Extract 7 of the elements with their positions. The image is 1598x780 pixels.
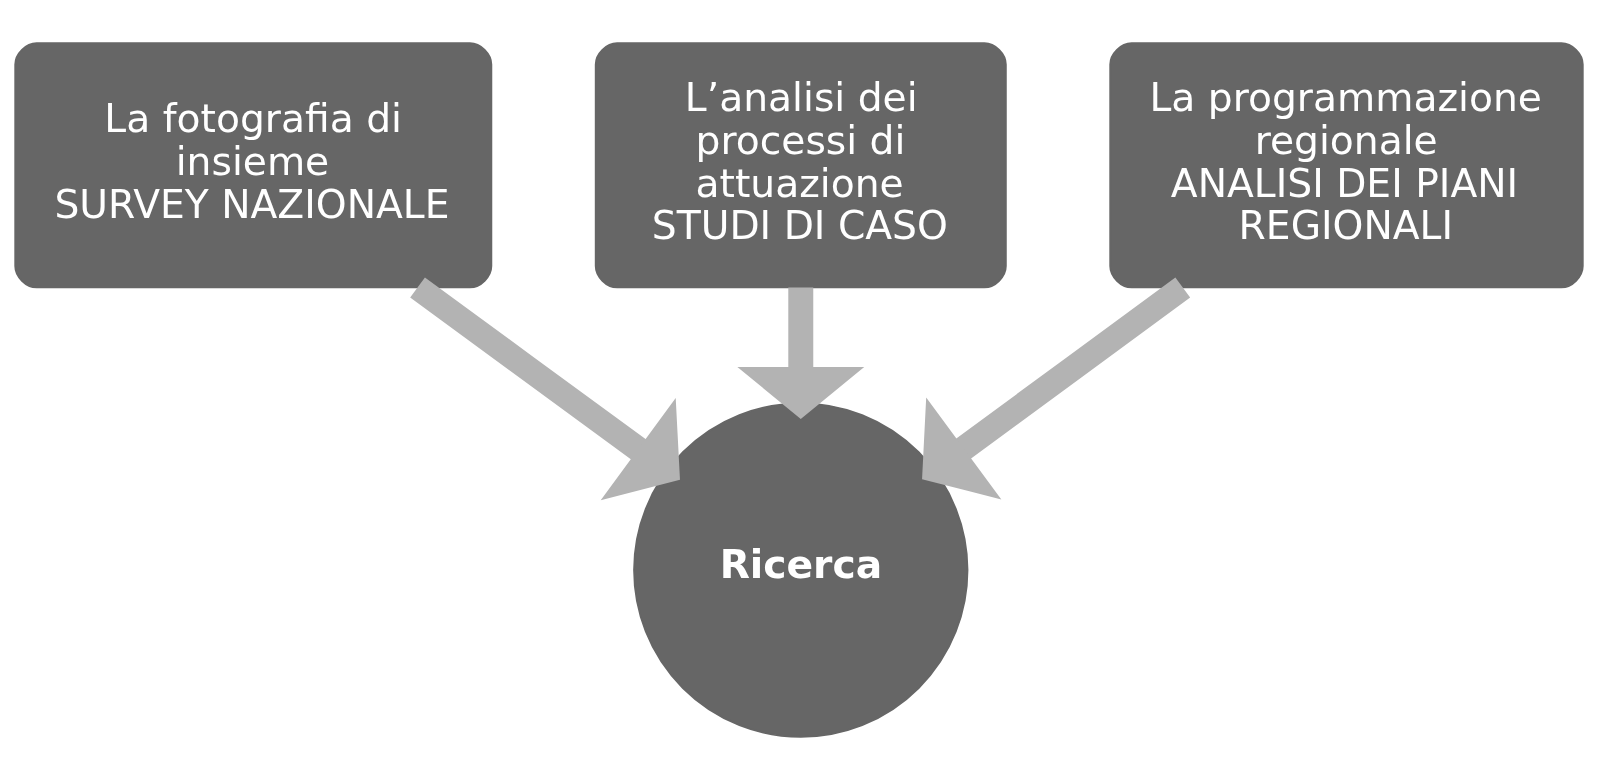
node-circle: Ricerca	[633, 402, 969, 738]
node-box: L’analisi dei processi di attuazione STUDI DI CASO	[594, 42, 1007, 289]
arrow	[737, 287, 865, 419]
node-box: La programmazione regionale ANALISI DEI PIANI REGIONALI	[1109, 42, 1584, 289]
arrow	[922, 277, 1191, 500]
node-box: La fotografia di insieme SURVEY NAZIONALE	[14, 42, 493, 289]
arrow	[410, 277, 680, 501]
